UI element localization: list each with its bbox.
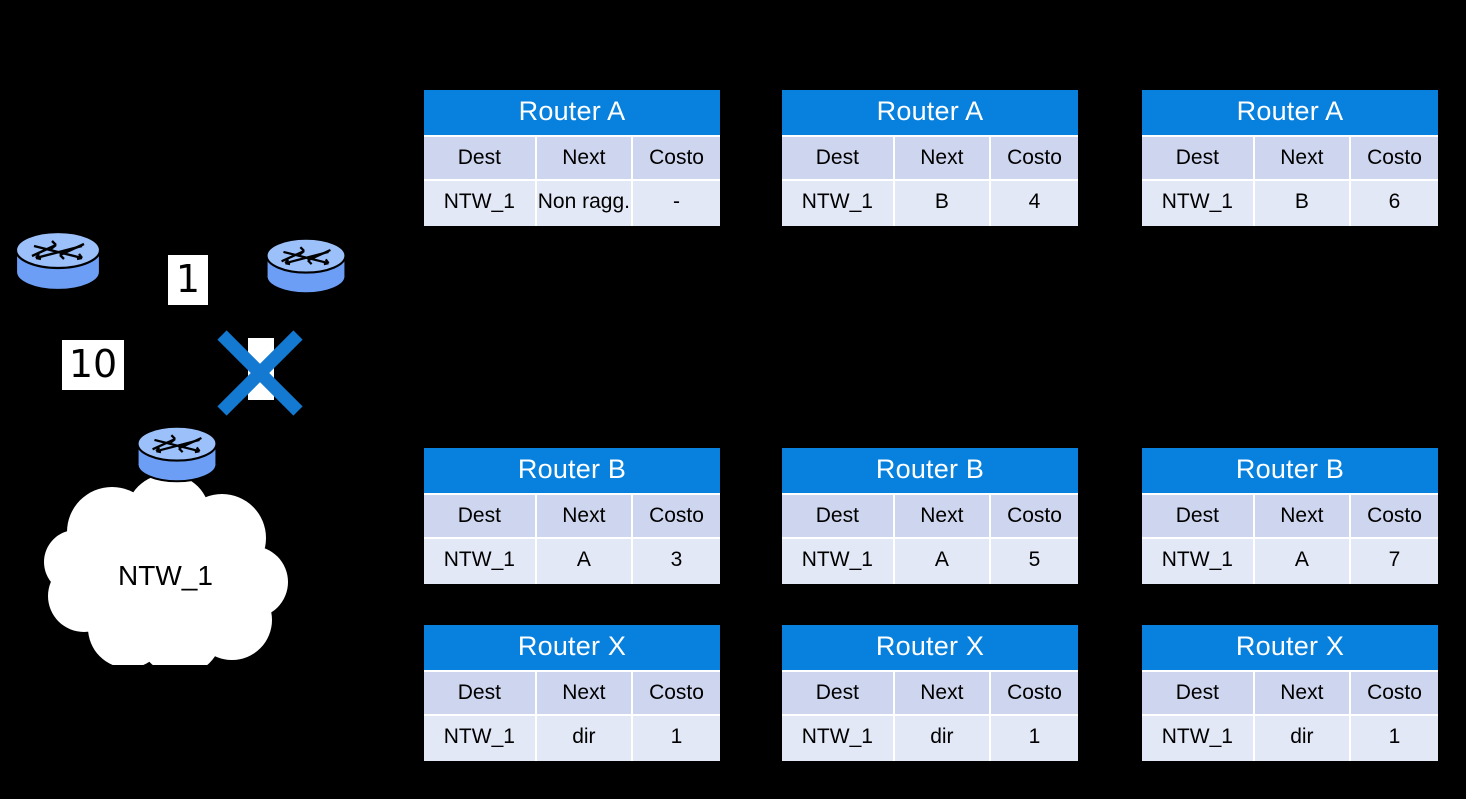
- column-header-costo: Costo: [1350, 493, 1438, 539]
- column-header-dest: Dest: [1142, 493, 1255, 539]
- table-title: Router X: [782, 625, 1078, 671]
- cell-dest: NTW_1: [782, 715, 895, 761]
- routing-table: Router A Dest Next Costo NTW_1 B 4: [782, 90, 1078, 226]
- column-header-dest: Dest: [1142, 670, 1255, 716]
- x-mark-icon: [212, 325, 308, 426]
- column-header-costo: Costo: [990, 493, 1078, 539]
- cell-next: dir: [893, 715, 992, 761]
- table-row: NTW_1 dir 1: [782, 715, 1078, 761]
- router-node-x[interactable]: [133, 423, 221, 485]
- table-title: Router A: [782, 90, 1078, 136]
- routing-table: Router B Dest Next Costo NTW_1 A 3: [424, 448, 720, 584]
- routing-table: Router B Dest Next Costo NTW_1 A 5: [782, 448, 1078, 584]
- routing-table: Router X Dest Next Costo NTW_1 dir 1: [1142, 625, 1438, 761]
- column-header-costo: Costo: [632, 670, 720, 716]
- cell-next: dir: [1253, 715, 1352, 761]
- cell-cost: 4: [990, 180, 1078, 226]
- cell-next: dir: [535, 715, 634, 761]
- cell-next: B: [1253, 180, 1352, 226]
- table-title: Router X: [424, 625, 720, 671]
- table-title: Router B: [1142, 448, 1438, 494]
- table-title: Router B: [782, 448, 1078, 494]
- routing-table: Router X Dest Next Costo NTW_1 dir 1: [424, 625, 720, 761]
- cell-next: A: [1253, 538, 1352, 584]
- cell-dest: NTW_1: [782, 180, 895, 226]
- cell-cost: 1: [990, 715, 1078, 761]
- table-title: Router A: [1142, 90, 1438, 136]
- column-header-costo: Costo: [632, 135, 720, 181]
- cell-dest: NTW_1: [424, 180, 537, 226]
- cell-cost: 1: [1350, 715, 1438, 761]
- table-row: NTW_1 Non ragg. -: [424, 180, 720, 226]
- column-header-dest: Dest: [782, 493, 895, 539]
- router-node-a[interactable]: [12, 228, 104, 294]
- column-header-next: Next: [535, 135, 634, 181]
- table-row: NTW_1 B 6: [1142, 180, 1438, 226]
- column-header-next: Next: [893, 135, 992, 181]
- router-icon: [136, 425, 218, 483]
- table-title: Router B: [424, 448, 720, 494]
- cell-cost: 1: [632, 715, 720, 761]
- column-header-dest: Dest: [782, 135, 895, 181]
- routing-table: Router X Dest Next Costo NTW_1 dir 1: [782, 625, 1078, 761]
- column-header-dest: Dest: [782, 670, 895, 716]
- cell-next: A: [893, 538, 992, 584]
- router-icon: [14, 230, 102, 292]
- cell-cost: 5: [990, 538, 1078, 584]
- column-header-costo: Costo: [1350, 135, 1438, 181]
- column-header-costo: Costo: [990, 135, 1078, 181]
- column-header-dest: Dest: [424, 493, 537, 539]
- network-cloud: [40, 470, 290, 675]
- column-header-costo: Costo: [632, 493, 720, 539]
- cell-dest: NTW_1: [1142, 538, 1255, 584]
- column-header-next: Next: [893, 493, 992, 539]
- routing-table: Router A Dest Next Costo NTW_1 Non ragg.…: [424, 90, 720, 226]
- table-row: NTW_1 dir 1: [1142, 715, 1438, 761]
- cell-dest: NTW_1: [424, 538, 537, 584]
- router-node-b[interactable]: [262, 235, 350, 297]
- column-header-next: Next: [1253, 493, 1352, 539]
- cell-cost: 6: [1350, 180, 1438, 226]
- column-header-next: Next: [1253, 135, 1352, 181]
- routing-table: Router A Dest Next Costo NTW_1 B 6: [1142, 90, 1438, 226]
- table-title: Router A: [424, 90, 720, 136]
- column-header-next: Next: [535, 493, 634, 539]
- cell-next: Non ragg.: [535, 180, 634, 226]
- link-cost-label-1: 1: [168, 255, 208, 305]
- column-header-dest: Dest: [424, 670, 537, 716]
- router-icon: [265, 237, 347, 295]
- table-row: NTW_1 A 5: [782, 538, 1078, 584]
- table-row: NTW_1 dir 1: [424, 715, 720, 761]
- cell-cost: 3: [632, 538, 720, 584]
- column-header-costo: Costo: [1350, 670, 1438, 716]
- column-header-next: Next: [535, 670, 634, 716]
- table-title: Router X: [1142, 625, 1438, 671]
- column-header-dest: Dest: [1142, 135, 1255, 181]
- cell-next: A: [535, 538, 634, 584]
- cell-dest: NTW_1: [424, 715, 537, 761]
- cell-dest: NTW_1: [1142, 715, 1255, 761]
- cell-next: B: [893, 180, 992, 226]
- link-cost-label-10: 10: [62, 340, 124, 390]
- cell-dest: NTW_1: [1142, 180, 1255, 226]
- column-header-dest: Dest: [424, 135, 537, 181]
- cloud-icon: [44, 474, 288, 675]
- column-header-next: Next: [893, 670, 992, 716]
- cell-dest: NTW_1: [782, 538, 895, 584]
- cloud-label: NTW_1: [118, 560, 213, 591]
- routing-table: Router B Dest Next Costo NTW_1 A 7: [1142, 448, 1438, 584]
- table-row: NTW_1 B 4: [782, 180, 1078, 226]
- table-row: NTW_1 A 7: [1142, 538, 1438, 584]
- column-header-costo: Costo: [990, 670, 1078, 716]
- cell-cost: -: [632, 180, 720, 226]
- table-row: NTW_1 A 3: [424, 538, 720, 584]
- column-header-next: Next: [1253, 670, 1352, 716]
- cell-cost: 7: [1350, 538, 1438, 584]
